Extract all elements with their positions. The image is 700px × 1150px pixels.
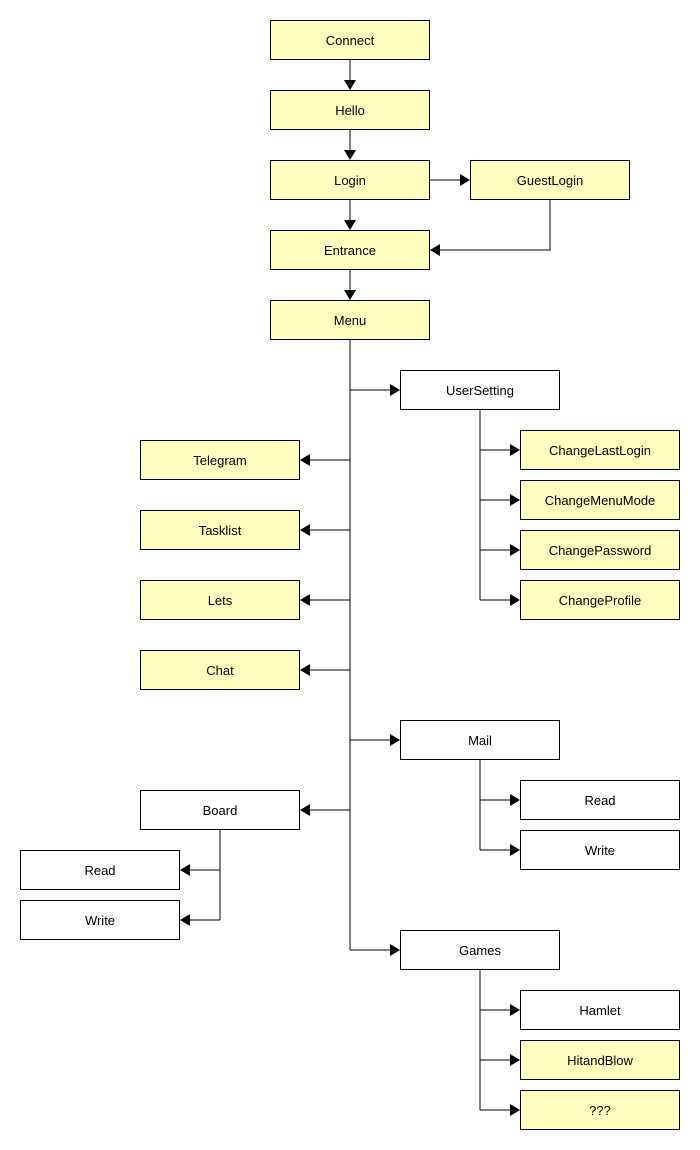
arrowhead-guest_login-to-entrance — [430, 244, 440, 256]
arrowhead-menu-to-tasklist — [300, 524, 310, 536]
arrowhead-menu-to-games — [390, 944, 400, 956]
node-telegram[interactable]: Telegram — [140, 440, 300, 480]
node-user-setting[interactable]: UserSetting — [400, 370, 560, 410]
arrowhead-menu-to-lets — [300, 594, 310, 606]
arrowhead-connect-to-hello — [344, 80, 356, 90]
arrowhead-board-to-board_read — [180, 864, 190, 876]
arrowhead-games-to-unknown_game — [510, 1104, 520, 1116]
node-guest-login[interactable]: GuestLogin — [470, 160, 630, 200]
arrowhead-user_setting-to-change_password — [510, 544, 520, 556]
node-mail-write[interactable]: Write — [520, 830, 680, 870]
node-lets[interactable]: Lets — [140, 580, 300, 620]
arrowhead-user_setting-to-change_profile — [510, 594, 520, 606]
arrowhead-mail-to-mail_read — [510, 794, 520, 806]
arrowhead-board-to-board_write — [180, 914, 190, 926]
node-hamlet[interactable]: Hamlet — [520, 990, 680, 1030]
node-chat[interactable]: Chat — [140, 650, 300, 690]
arrowhead-user_setting-to-change_last_login — [510, 444, 520, 456]
node-entrance[interactable]: Entrance — [270, 230, 430, 270]
node-change-password[interactable]: ChangePassword — [520, 530, 680, 570]
arrowhead-login-to-guest_login — [460, 174, 470, 186]
connector-lines — [180, 60, 551, 1116]
arrowhead-login-to-entrance — [344, 220, 356, 230]
arrowhead-games-to-hit_and_blow — [510, 1054, 520, 1066]
arrowhead-menu-to-mail — [390, 734, 400, 746]
node-mail-read[interactable]: Read — [520, 780, 680, 820]
arrowhead-games-to-hamlet — [510, 1004, 520, 1016]
node-board-write[interactable]: Write — [20, 900, 180, 940]
arrowhead-menu-to-board — [300, 804, 310, 816]
node-unknown-game[interactable]: ??? — [520, 1090, 680, 1130]
arrowhead-menu-to-chat — [300, 664, 310, 676]
node-change-profile[interactable]: ChangeProfile — [520, 580, 680, 620]
node-board-read[interactable]: Read — [20, 850, 180, 890]
edge-guest_login-to-entrance — [440, 200, 551, 251]
arrowhead-menu-to-telegram — [300, 454, 310, 466]
arrowhead-user_setting-to-change_menu_mode — [510, 494, 520, 506]
node-hello[interactable]: Hello — [270, 90, 430, 130]
arrowhead-entrance-to-menu — [344, 290, 356, 300]
node-games[interactable]: Games — [400, 930, 560, 970]
node-change-menu-mode[interactable]: ChangeMenuMode — [520, 480, 680, 520]
node-hit-and-blow[interactable]: HitandBlow — [520, 1040, 680, 1080]
node-login[interactable]: Login — [270, 160, 430, 200]
arrowhead-mail-to-mail_write — [510, 844, 520, 856]
node-menu[interactable]: Menu — [270, 300, 430, 340]
node-change-last-login[interactable]: ChangeLastLogin — [520, 430, 680, 470]
node-connect[interactable]: Connect — [270, 20, 430, 60]
node-board[interactable]: Board — [140, 790, 300, 830]
node-tasklist[interactable]: Tasklist — [140, 510, 300, 550]
arrowhead-menu-to-user_setting — [390, 384, 400, 396]
arrowhead-hello-to-login — [344, 150, 356, 160]
node-mail[interactable]: Mail — [400, 720, 560, 760]
